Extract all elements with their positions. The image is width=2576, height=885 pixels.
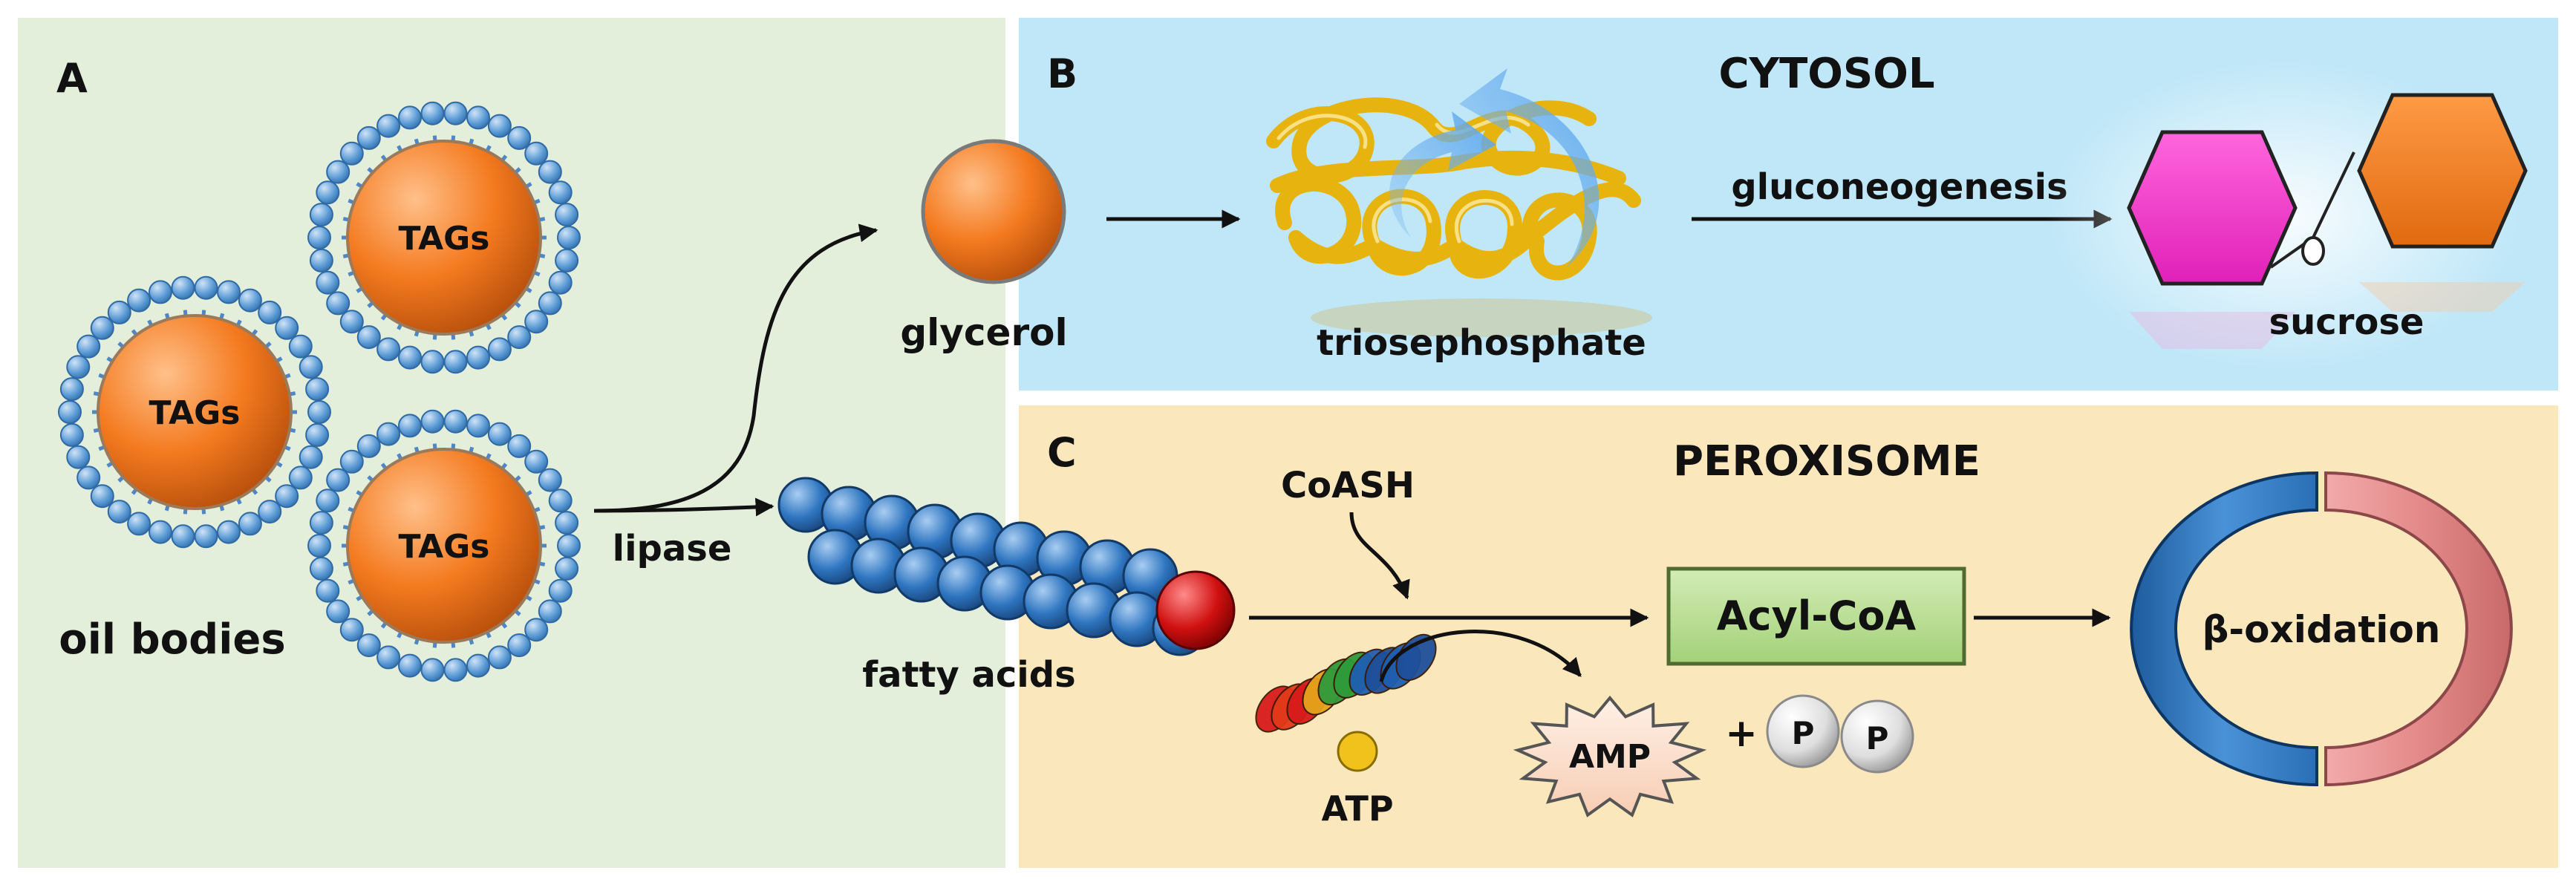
panel-b-letter: B <box>1047 50 1077 97</box>
oil-body <box>307 101 581 374</box>
peroxisome-title: PEROXISOME <box>1673 437 1980 486</box>
glycerol-label: glycerol <box>900 311 1067 354</box>
triosephosphate-structure <box>1266 68 1652 337</box>
atp-to-amp-arrow <box>1379 630 1582 682</box>
atp-base-sphere <box>1337 731 1378 772</box>
glucose-reflection <box>2129 312 2295 349</box>
triosephosphate-label: triosephosphate <box>1317 322 1646 364</box>
triosephosphate-shadow <box>1311 298 1652 337</box>
swirl-arrow <box>1459 68 1600 267</box>
phosphate-label: P <box>1792 715 1815 751</box>
panel-c-letter: C <box>1047 429 1077 476</box>
fructose-reflection <box>2359 282 2526 312</box>
swirl-arrow <box>1389 111 1496 238</box>
cytosol-title: CYTOSOL <box>1718 50 1934 98</box>
carboxyl-head <box>1155 570 1236 650</box>
panel-a-letter: A <box>56 55 88 102</box>
beta-oxidation-cycle <box>2130 471 2513 787</box>
fatty-acids-label: fatty acids <box>862 654 1075 696</box>
oil-body-label: TAGs <box>399 528 490 566</box>
beta-oxidation-label: β-oxidation <box>2202 608 2441 651</box>
phosphate-sphere <box>1840 699 1914 774</box>
glycerol-sphere <box>921 139 1066 284</box>
amp-starburst <box>1513 695 1707 817</box>
acyl-coa-box <box>1666 566 1966 666</box>
lipase-to-glycerol-arrow <box>593 223 878 513</box>
amp-label: AMP <box>1569 738 1651 776</box>
oil-body <box>58 275 331 549</box>
beta-oxidation-ring-blue <box>2130 471 2318 787</box>
acyl-coa-label: Acyl-CoA <box>1717 592 1917 639</box>
fructose-hexagon <box>2357 93 2528 249</box>
oil-body-label: TAGs <box>149 394 241 432</box>
gluconeogenesis-label: gluconeogenesis <box>1731 166 2067 208</box>
atp-label: ATP <box>1321 788 1393 829</box>
plus-sign: + <box>1725 711 1758 756</box>
glycosidic-oxygen <box>2301 236 2325 266</box>
coash-arrow <box>1349 512 1410 600</box>
phosphate-sphere <box>1766 694 1840 768</box>
lipase-label: lipase <box>613 528 732 569</box>
oil-bodies-label: oil bodies <box>59 615 286 664</box>
beta-oxidation-ring-pink <box>2324 471 2513 787</box>
lipase-to-fatty-acids-arrow <box>593 497 775 517</box>
sucrose-label: sucrose <box>2269 301 2425 343</box>
coash-label: CoASH <box>1281 465 1415 506</box>
oil-body <box>307 409 581 682</box>
sucrose-molecule <box>2046 59 2528 371</box>
glucose-hexagon <box>2127 130 2298 286</box>
phosphate-label: P <box>1866 720 1889 757</box>
oil-body-label: TAGs <box>399 220 490 258</box>
